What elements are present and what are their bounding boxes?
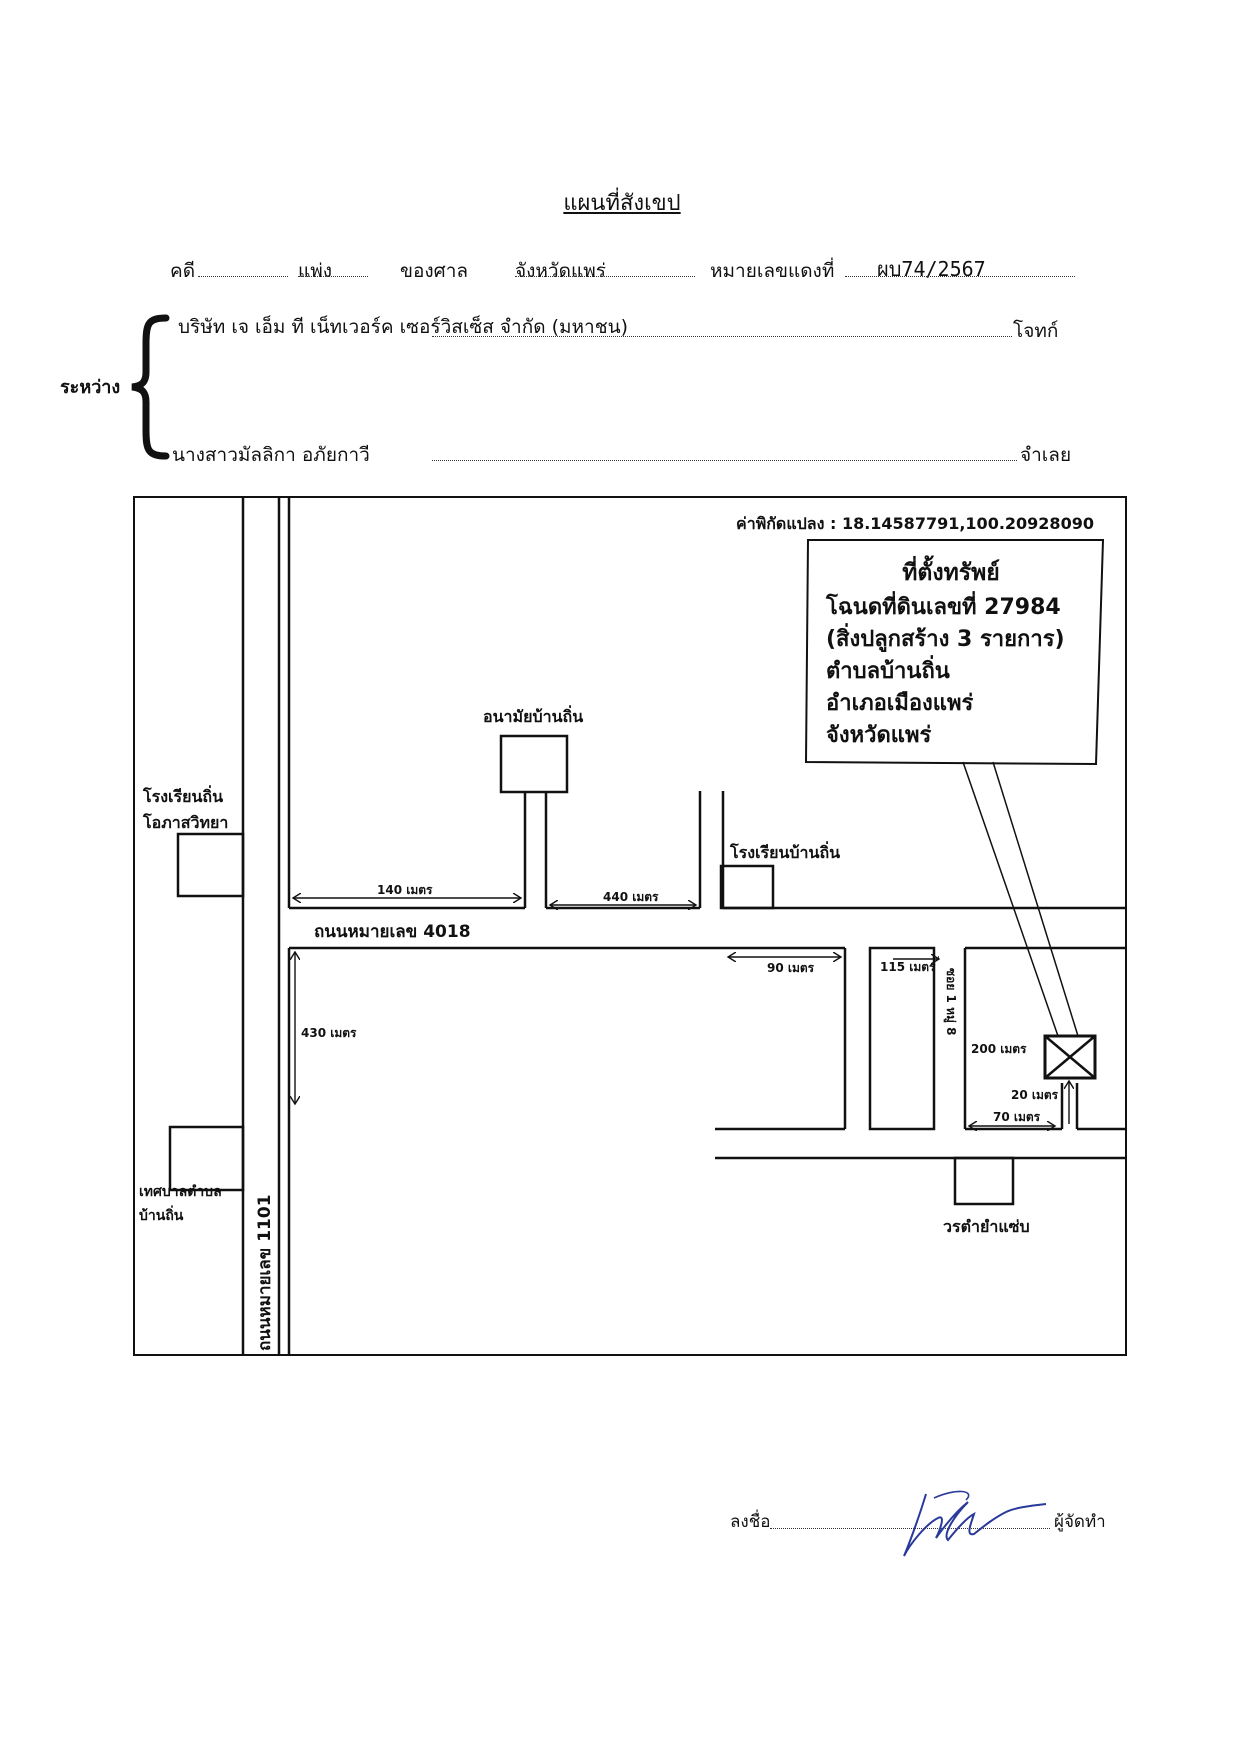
restaurant-label: วรตำยำแซ่บ: [943, 1217, 1030, 1236]
dotted-line: [198, 276, 288, 277]
dotted-line: [298, 276, 368, 277]
brace-icon: [131, 314, 170, 460]
distance-label: 440 เมตร: [603, 890, 659, 904]
school-opportunity-box: [176, 832, 245, 898]
distance-label: 70 เมตร: [993, 1110, 1041, 1124]
health-center-label: อนามัยบ้านถิ่น: [483, 705, 583, 726]
red-number: ผบ74/2567: [877, 257, 986, 281]
distance-label: 20 เมตร: [1011, 1088, 1059, 1102]
school-opportunity-label: โอภาสวิทยา: [142, 812, 228, 832]
property-line: อำเภอเมืองแพร่: [826, 691, 973, 716]
between-label: ระหว่าง: [60, 377, 121, 398]
case-type: แพ่ง: [298, 260, 333, 282]
distance-label: 140 เมตร: [377, 883, 433, 897]
court-name: จังหวัดแพร่: [515, 260, 606, 282]
block-outline: [868, 946, 936, 1131]
dotted-line: [515, 276, 695, 277]
school-banthin-box: [719, 864, 775, 910]
property-line: โฉนดที่ดินเลขที่ 27984: [825, 590, 1061, 620]
property-line: จังหวัดแพร่: [826, 723, 931, 748]
distance-label: 90 เมตร: [767, 961, 815, 975]
dotted-line: [845, 276, 1075, 277]
crossed-square-icon: [1044, 1035, 1096, 1079]
defendant-name: นางสาวมัลลิกา อภัยกาวี: [172, 444, 370, 466]
signature-image: [903, 1490, 1047, 1557]
map-frame: [133, 496, 1127, 1356]
distance-label: 115 เมตร: [880, 960, 936, 974]
health-center-box: [499, 734, 569, 794]
dotted-line: [432, 460, 1017, 461]
distance-label: 200 เมตร: [971, 1042, 1027, 1056]
municipality-label: เทศบาลตำบล: [139, 1184, 222, 1200]
coordinates-text: ค่าพิกัดแปลง : 18.14587791,100.20928090: [736, 514, 1094, 533]
plaintiff-role: โจทก์: [1013, 320, 1059, 342]
property-line: ที่ตั้งทรัพย์: [902, 555, 999, 586]
sign-label: ลงชื่อ: [730, 1512, 771, 1532]
document-title: แผนที่สังเขป: [563, 191, 681, 216]
court-label: ของศาล: [400, 260, 469, 282]
callout-box: [804, 539, 1105, 766]
restaurant-box: [953, 1156, 1015, 1206]
case-label: คดี: [170, 260, 196, 282]
distance-label: 430 เมตร: [301, 1026, 357, 1040]
road-1101-label: ถนนหมายเลข 1101: [255, 1194, 275, 1351]
callout-pointer: [962, 761, 1059, 1037]
municipality-box: [168, 1125, 245, 1192]
defendant-role: จำเลย: [1020, 444, 1072, 466]
municipality-label: บ้านถิ่น: [139, 1205, 184, 1224]
callout-pointer: [992, 761, 1079, 1037]
school-banthin-label: โรงเรียนบ้านถิ่น: [729, 841, 840, 862]
road-4018-label: ถนนหมายเลข 4018: [314, 922, 471, 942]
plaintiff-name: บริษัท เจ เอ็ม ที เน็ทเวอร์ค เซอร์วิสเซ็…: [178, 316, 628, 338]
property-line: ตำบลบ้านถิ่น: [826, 654, 950, 684]
soi-label: ซอย 1 หมู่ 8: [943, 968, 958, 1035]
sketch-map: ค่าพิกัดแปลง : 18.14587791,100.20928090 …: [133, 496, 1127, 1356]
dotted-line: [432, 336, 1012, 337]
crossed-square-icon: [1043, 1034, 1097, 1080]
school-opportunity-label: โรงเรียนถิ่น: [142, 785, 223, 806]
dotted-line: [770, 1528, 1050, 1529]
preparer-role: ผู้จัดทำ: [1054, 1512, 1106, 1532]
red-number-label: หมายเลขแดงที่: [710, 260, 835, 282]
property-line: (สิ่งปลูกสร้าง 3 รายการ): [826, 622, 1065, 653]
